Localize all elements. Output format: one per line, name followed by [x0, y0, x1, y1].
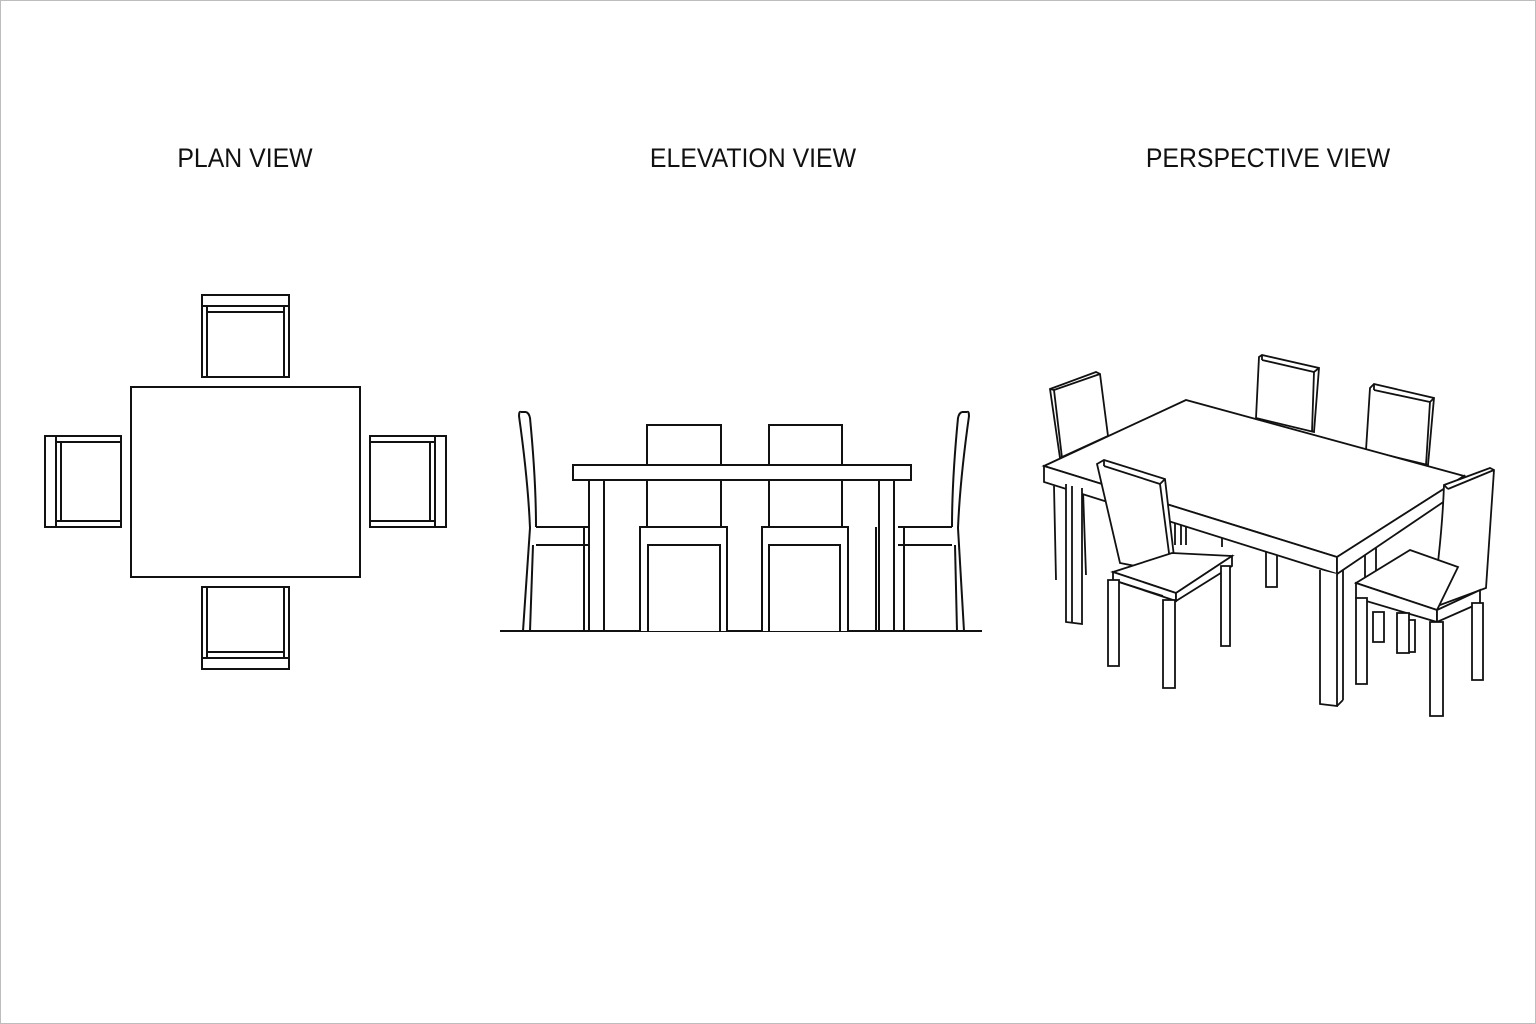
plan-chair-bottom	[202, 587, 289, 669]
plan-chair-left	[45, 436, 121, 527]
persp-chair-back-left-legs	[1054, 486, 1086, 580]
plan-view	[45, 295, 446, 669]
plan-chair-right	[370, 436, 446, 527]
perspective-view	[1044, 355, 1494, 716]
persp-chair-back-right	[1366, 384, 1434, 465]
plan-view-title: PLAN VIEW	[177, 143, 313, 173]
elev-chair-middle-right	[762, 527, 848, 631]
plan-table	[131, 387, 360, 577]
persp-chair-back-left	[1050, 372, 1108, 458]
elev-table	[573, 465, 911, 631]
elevation-view	[500, 412, 982, 631]
persp-chair-back-mid	[1256, 355, 1319, 432]
perspective-view-title: PERSPECTIVE VIEW	[1145, 143, 1391, 173]
elev-chair-side-left	[519, 412, 590, 631]
plan-chair-top	[202, 295, 289, 377]
persp-chair-front-right	[1356, 468, 1494, 716]
persp-chair-front-left	[1097, 460, 1232, 688]
elevation-view-title: ELEVATION VIEW	[649, 143, 857, 173]
elev-chair-side-right	[876, 412, 969, 631]
elev-chair-middle-left	[640, 527, 727, 631]
